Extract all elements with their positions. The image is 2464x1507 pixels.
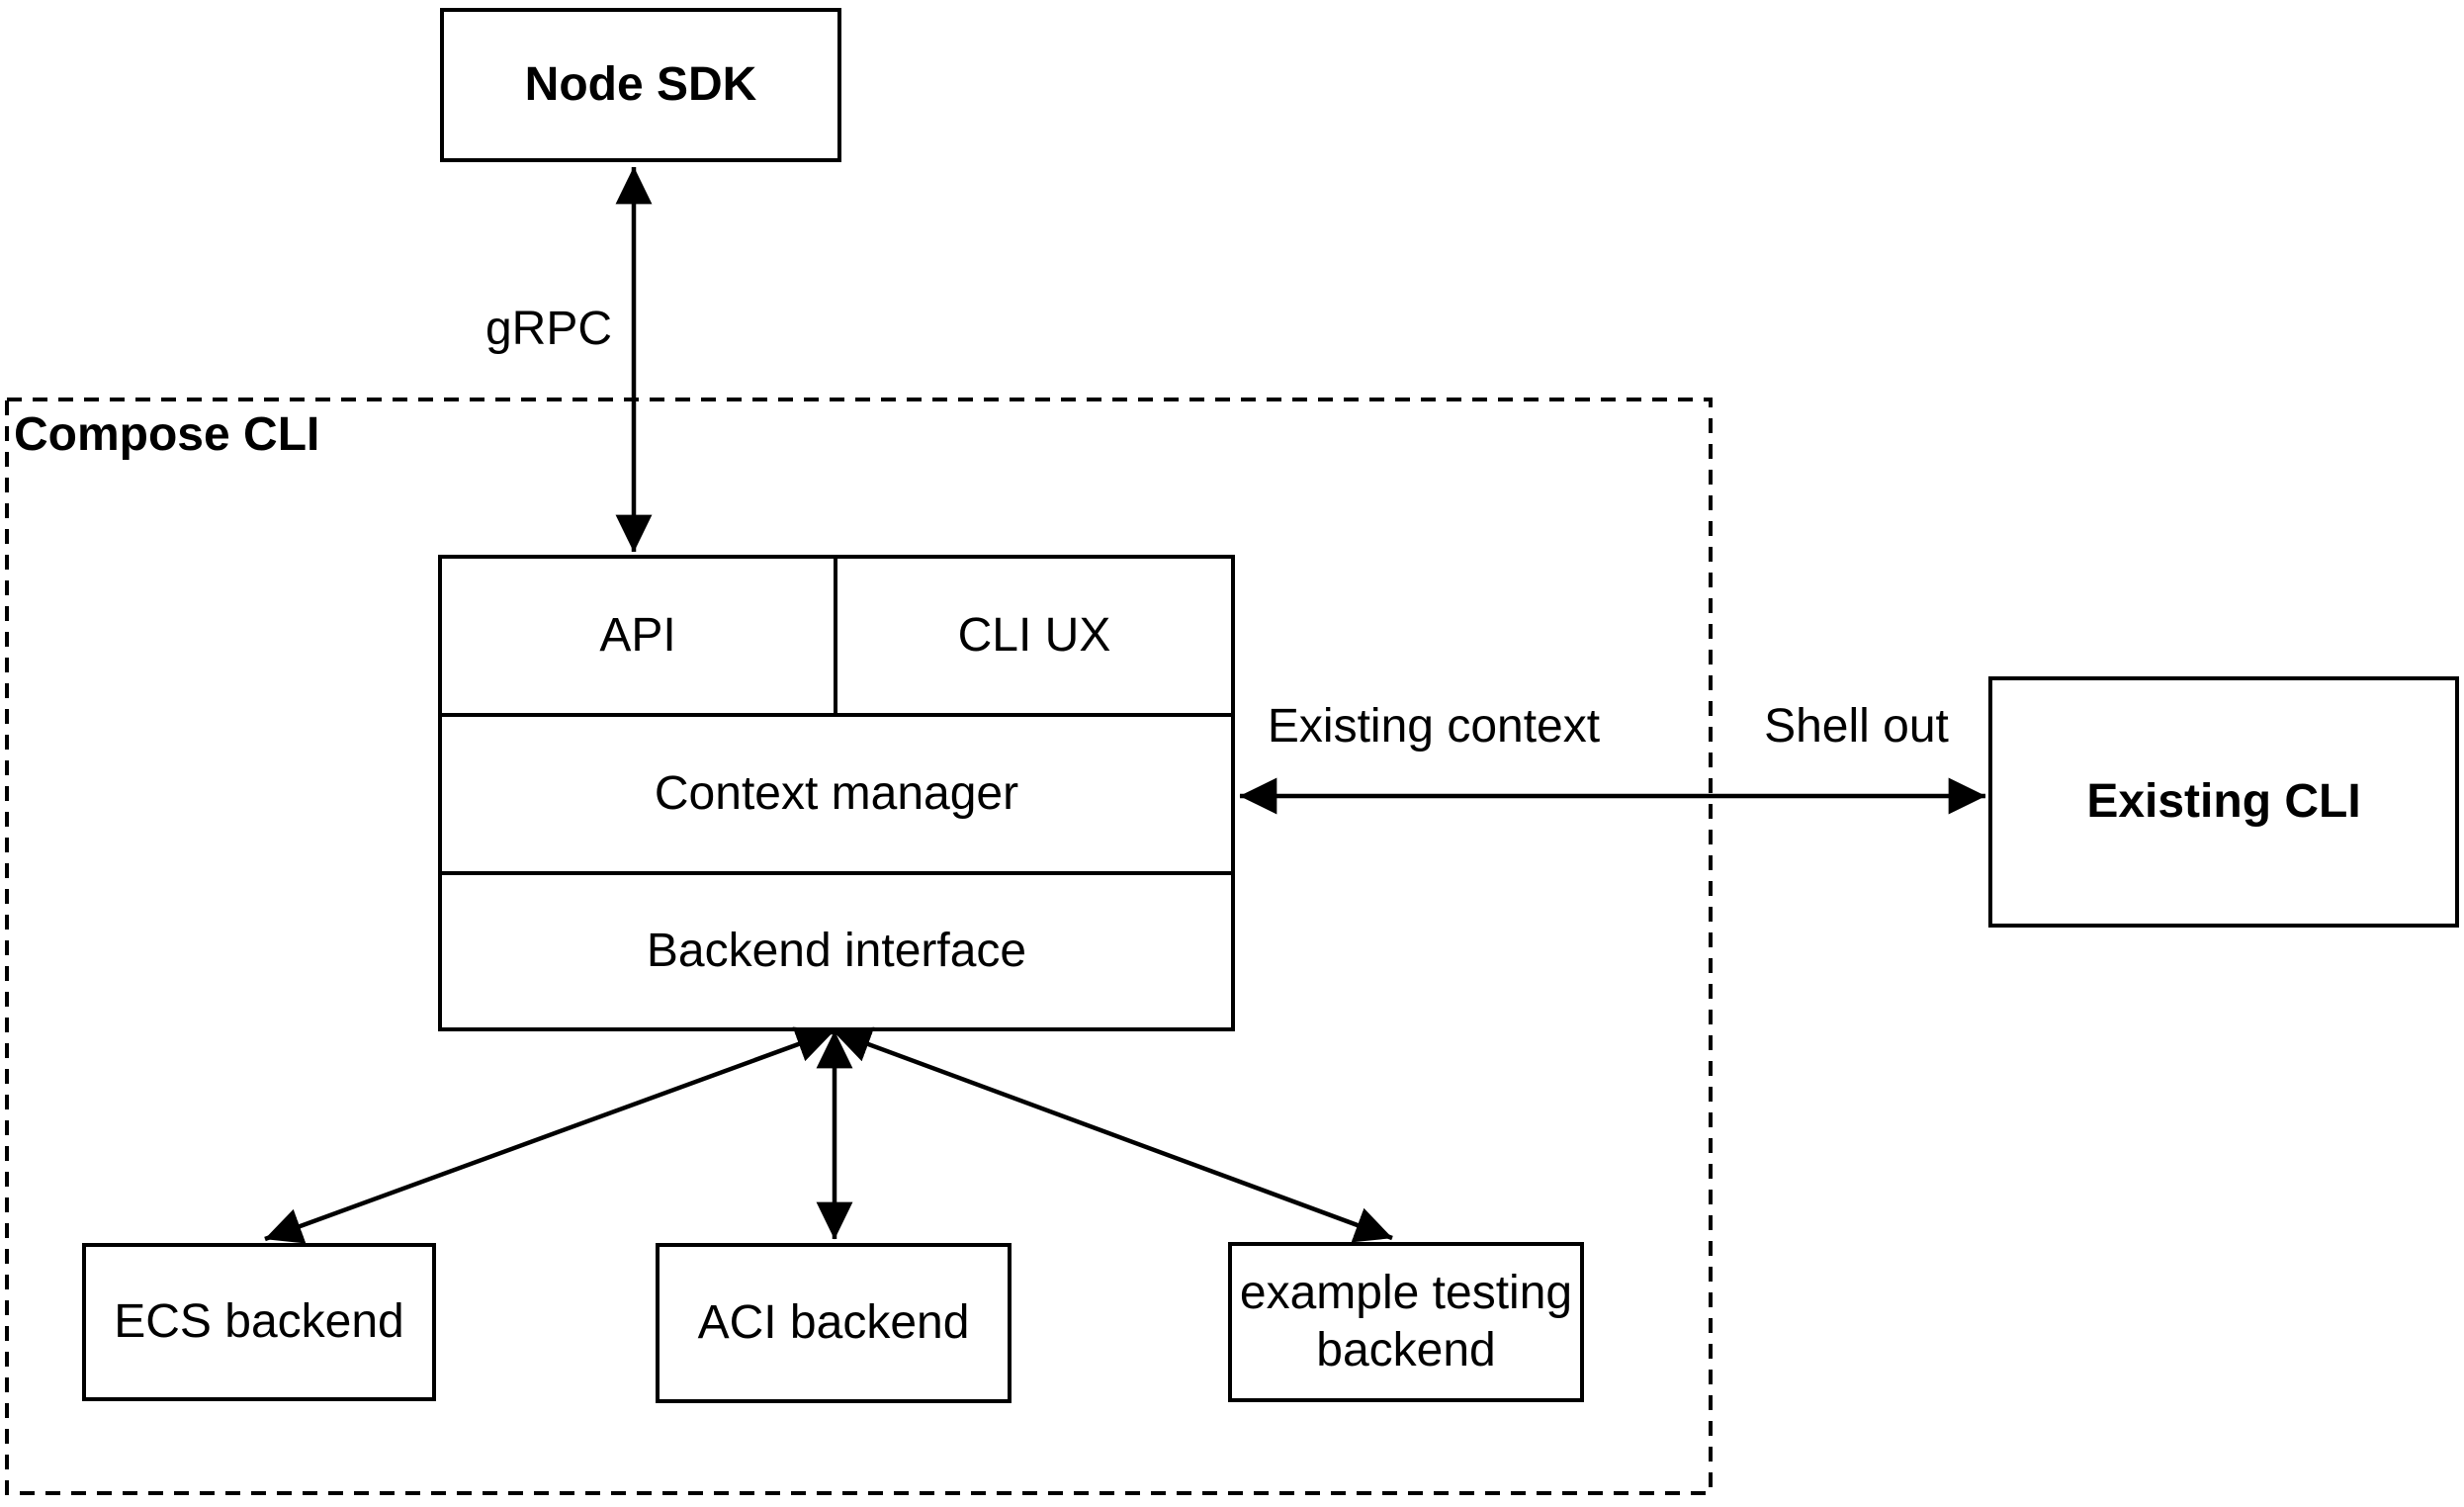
backend-interface-label: Backend interface xyxy=(646,925,1027,978)
backend-interface-cell: Backend interface xyxy=(442,875,1231,1027)
context-manager-cell: Context manager xyxy=(442,717,1231,871)
grpc-edge-label: gRPC xyxy=(450,301,648,358)
aci-backend-box: ACI backend xyxy=(656,1243,1012,1403)
context-manager-label: Context manager xyxy=(654,767,1019,821)
node-sdk-label: Node SDK xyxy=(524,58,757,112)
context-manager-row: Context manager xyxy=(442,713,1231,871)
api-label: API xyxy=(599,609,676,663)
existing-context-edge-label: Existing context xyxy=(1241,698,1627,755)
existing-cli-box: Existing CLI xyxy=(1988,676,2459,928)
stack-row-top: API CLI UX xyxy=(442,559,1231,713)
example-testing-backend-label: example testing backend xyxy=(1239,1267,1573,1376)
cli-ux-label: CLI UX xyxy=(957,609,1111,663)
example-testing-backend-box: example testing backend xyxy=(1228,1242,1584,1402)
ecs-backend-box: ECS backend xyxy=(82,1243,436,1401)
compose-stack-box: API CLI UX Context manager Backend inter… xyxy=(438,555,1235,1031)
api-cell: API xyxy=(442,559,837,713)
aci-backend-label: ACI backend xyxy=(697,1296,970,1350)
compose-cli-group-label: Compose CLI xyxy=(14,408,320,461)
cli-ux-cell: CLI UX xyxy=(837,559,1231,713)
ecs-backend-label: ECS backend xyxy=(114,1295,404,1349)
backend-interface-row: Backend interface xyxy=(442,871,1231,1027)
node-sdk-box: Node SDK xyxy=(440,8,841,162)
existing-cli-label: Existing CLI xyxy=(2086,775,2361,829)
shell-out-edge-label: Shell out xyxy=(1750,698,1963,755)
